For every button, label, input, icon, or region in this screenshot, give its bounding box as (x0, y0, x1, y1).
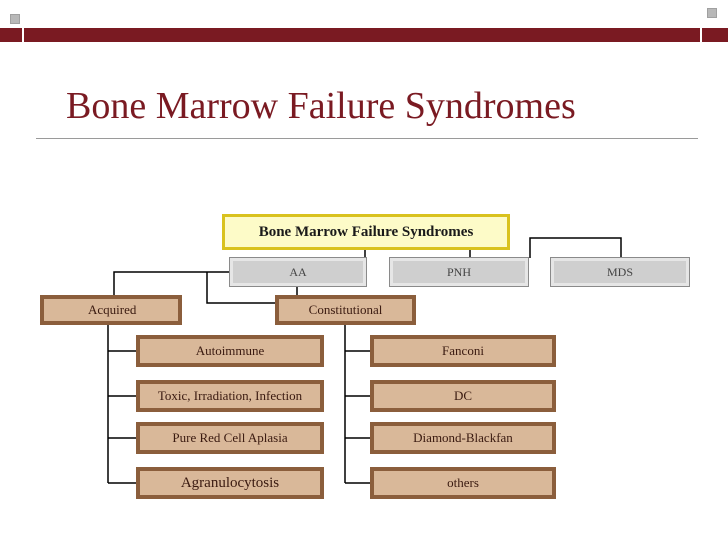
node-diamond-blackfan: Diamond-Blackfan (370, 422, 556, 454)
connector-aa-constitutional-2 (206, 272, 275, 304)
header-square-right (707, 8, 717, 18)
node-root: Bone Marrow Failure Syndromes (222, 214, 510, 250)
node-pnh: PNH (389, 257, 529, 287)
node-aa: AA (229, 257, 367, 287)
node-autoimmune: Autoimmune (136, 335, 324, 367)
page-title: Bone Marrow Failure Syndromes (66, 85, 576, 127)
node-constitutional: Constitutional (275, 295, 416, 325)
node-acquired: Acquired (40, 295, 182, 325)
header-bar-inner (22, 28, 702, 42)
connector-aa-acquired (113, 271, 230, 296)
title-divider (36, 138, 698, 139)
node-toxic: Toxic, Irradiation, Infection (136, 380, 324, 412)
connector-root-mds (529, 237, 622, 258)
node-pure-red-cell-aplasia: Pure Red Cell Aplasia (136, 422, 324, 454)
header-square-left (10, 14, 20, 24)
node-dc: DC (370, 380, 556, 412)
node-fanconi: Fanconi (370, 335, 556, 367)
node-others: others (370, 467, 556, 499)
node-mds: MDS (550, 257, 690, 287)
node-agranulocytosis: Agranulocytosis (136, 467, 324, 499)
